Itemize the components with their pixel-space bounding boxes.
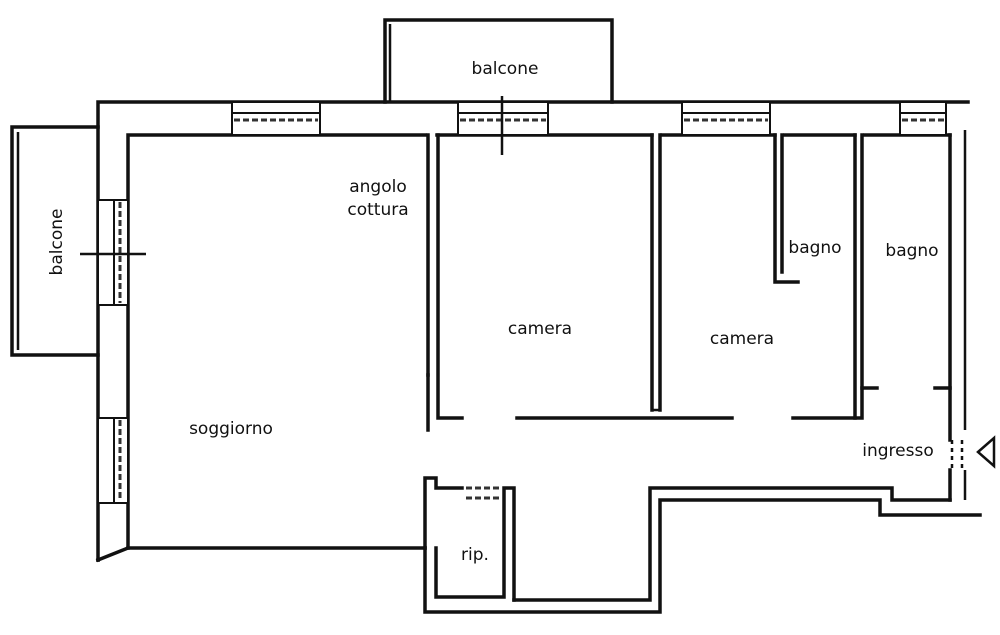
room-label-camera-2: camera: [710, 329, 774, 349]
room-label-angolo: angolo: [349, 177, 407, 197]
interior-walls: [426, 133, 952, 432]
room-label-bagno-2: bagno: [885, 241, 938, 261]
storage-door: [466, 486, 500, 500]
room-label-ripostiglio: rip.: [461, 545, 489, 565]
room-label-cottura: cottura: [347, 200, 408, 220]
entrance-triangle-icon: [950, 435, 996, 470]
room-label-balcone-top: balcone: [472, 59, 539, 79]
windows: [80, 96, 947, 504]
room-label-camera-1: camera: [508, 319, 572, 339]
room-label-soggiorno: soggiorno: [189, 419, 273, 439]
room-label-ingresso: ingresso: [862, 441, 933, 461]
room-label-bagno-1: bagno: [788, 238, 841, 258]
balcony-top: [383, 18, 614, 104]
room-label-balcone-left: balcone: [47, 209, 67, 276]
outer-walls: [95, 100, 982, 614]
balcony-left: [10, 125, 100, 357]
